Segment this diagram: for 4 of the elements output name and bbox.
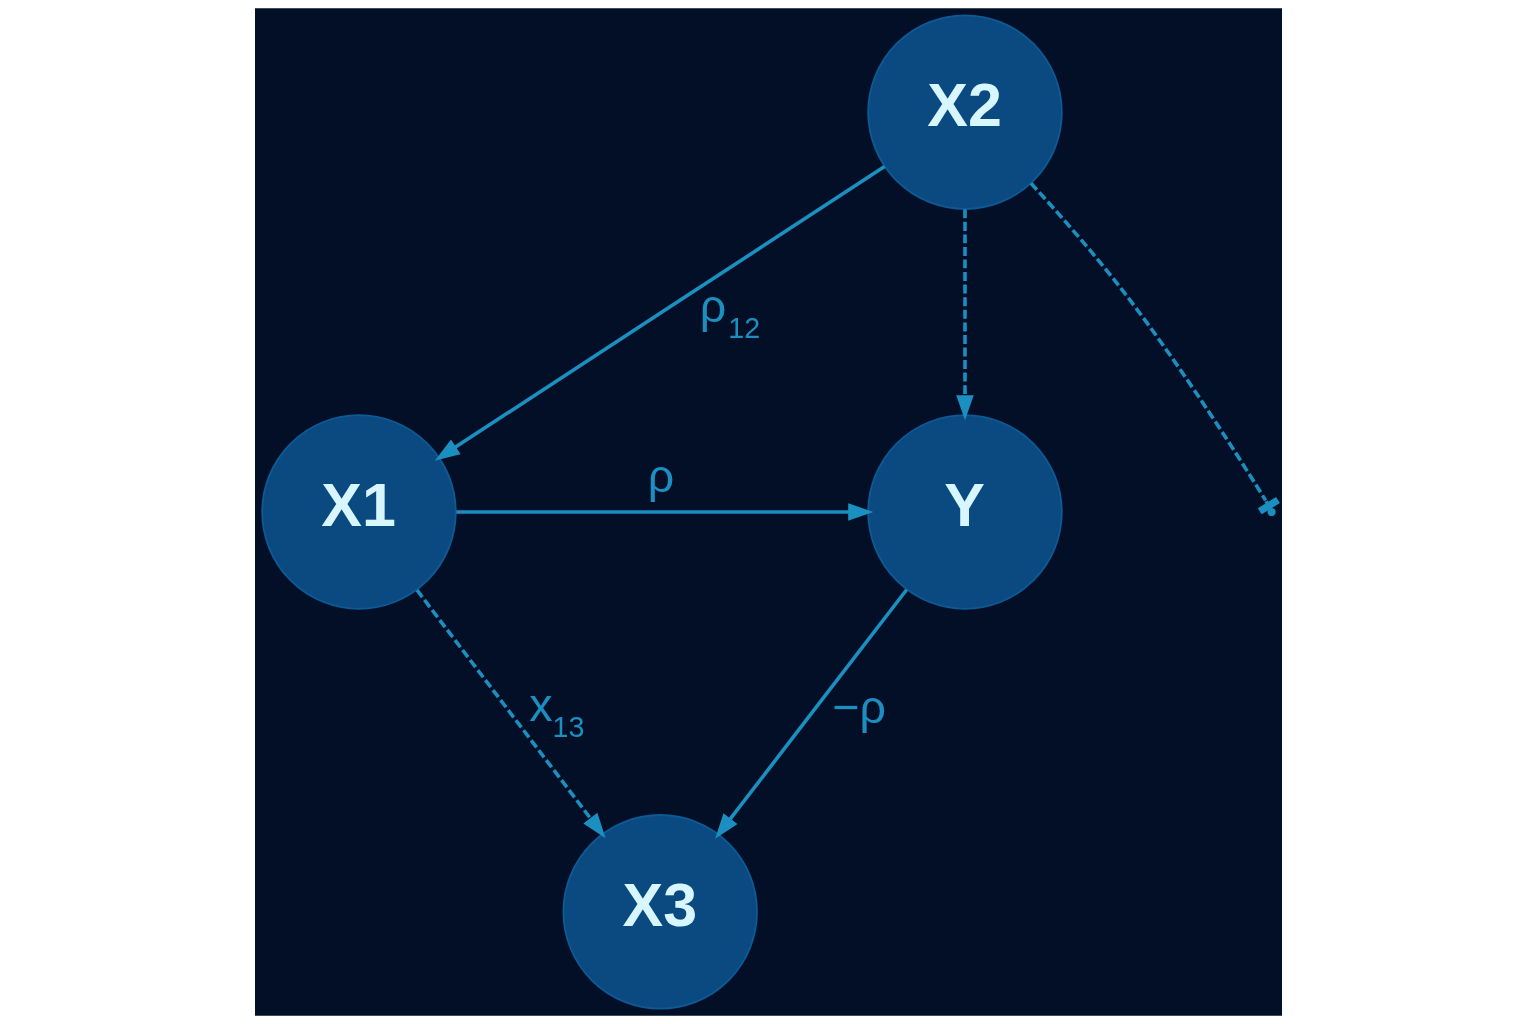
edge-label: ρ$_{12}$ (699, 279, 760, 344)
edge-label: ρ (647, 449, 674, 502)
edge-label: −ρ (831, 681, 886, 734)
edge-label: x$_{13}$ (528, 679, 585, 744)
